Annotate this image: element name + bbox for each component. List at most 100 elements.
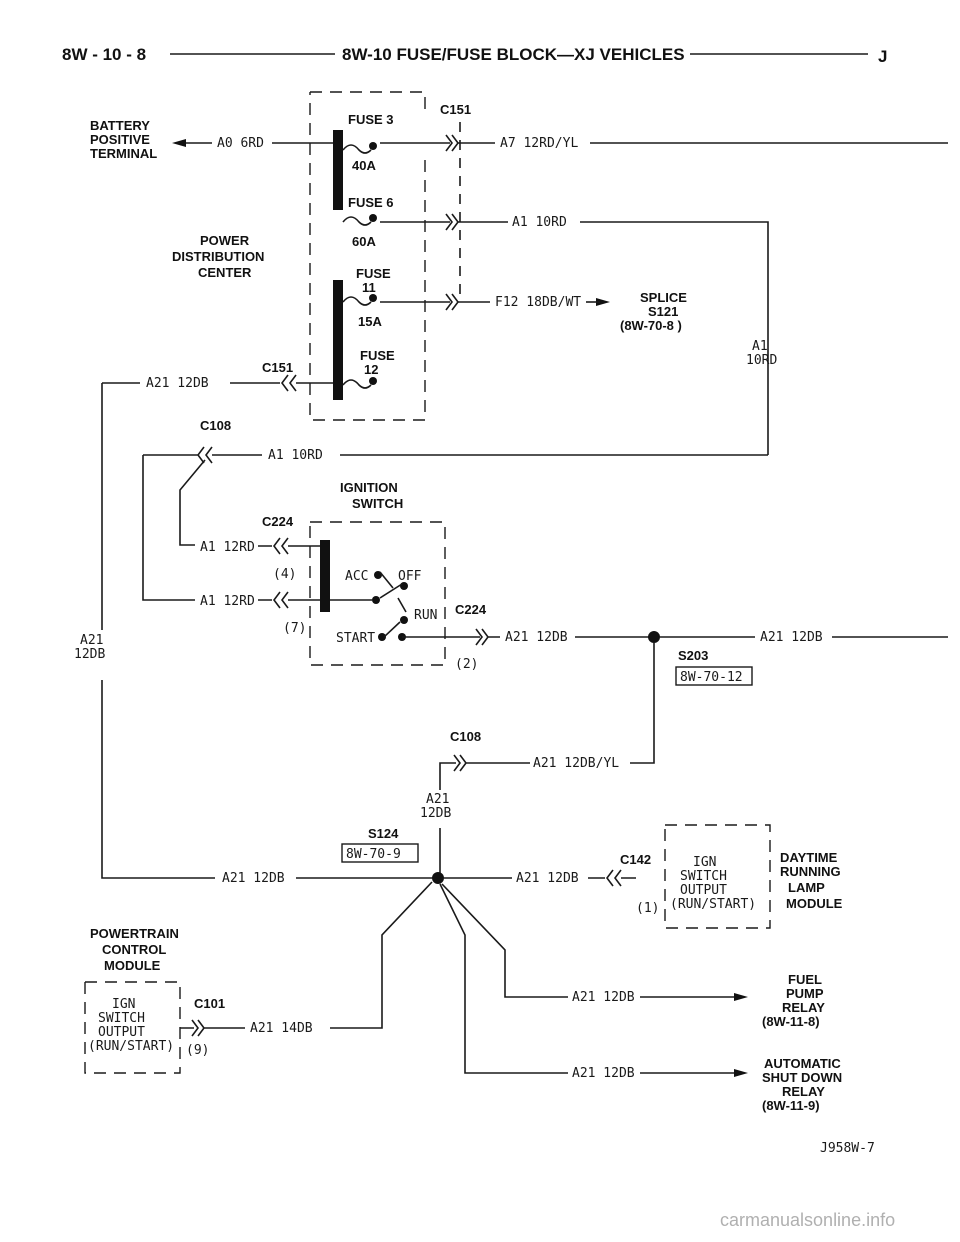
pin-2: (2) <box>455 657 478 672</box>
fuel-relay-label-1: FUEL <box>788 972 822 987</box>
c224-right-label: C224 <box>455 602 487 617</box>
pin-7: (7) <box>283 621 306 636</box>
wire-a21-right-label: A21 12DB <box>760 630 823 645</box>
asd-relay-label-1: AUTOMATIC <box>764 1056 841 1071</box>
ign-switch-label-2: SWITCH <box>352 496 403 511</box>
splice-arrow-icon <box>596 298 610 306</box>
drl-label-3: LAMP <box>788 880 825 895</box>
drl-label-4: MODULE <box>786 896 843 911</box>
fuel-relay-label-2: PUMP <box>786 986 824 1001</box>
c224-top-label: C224 <box>262 514 294 529</box>
switch-pos-start: START <box>336 631 375 646</box>
fuse-12-label-a: FUSE <box>360 348 395 363</box>
asd-relay-label-4: (8W-11-9) <box>762 1098 820 1113</box>
pin-4: (4) <box>273 567 296 582</box>
page-ref: 8W - 10 - 8 <box>62 45 146 64</box>
wire-a0-label: A0 6RD <box>217 136 264 151</box>
wire-a21-pcm-label: A21 14DB <box>250 1021 313 1036</box>
wire-a21-left-label-b: 12DB <box>74 647 105 662</box>
pcm-box-label-3: OUTPUT <box>98 1025 145 1040</box>
fuse-3-name: FUSE 3 <box>348 112 394 127</box>
c151-top-label: C151 <box>440 102 471 117</box>
pin-1: (1) <box>636 901 659 916</box>
ign-switch-label-1: IGNITION <box>340 480 398 495</box>
wire-branch-pcm <box>330 881 433 1029</box>
asd-relay-label-2: SHUT DOWN <box>762 1070 842 1085</box>
pcm-box-label-2: SWITCH <box>98 1011 145 1026</box>
drl-box-label-3: OUTPUT <box>680 883 727 898</box>
drl-label-1: DAYTIME <box>780 850 838 865</box>
wire-a21-s124-left-label: A21 12DB <box>222 871 285 886</box>
drl-label-2: RUNNING <box>780 864 841 879</box>
wire-a21-pdc <box>230 374 333 392</box>
wire-a1-right-label-b: 10RD <box>746 353 777 368</box>
splice-label-1: SPLICE <box>640 290 687 305</box>
pdc-label-1: POWER <box>200 233 250 248</box>
fuse-3-symbol <box>342 144 372 154</box>
c108-top-label: C108 <box>200 418 231 433</box>
s124-ref-box <box>341 843 419 863</box>
switch-pos-off: OFF <box>398 569 422 584</box>
wire-a21-s124-right-label: A21 12DB <box>516 871 579 886</box>
watermark: carmanualsonline.info <box>720 1210 895 1230</box>
s203-ref-box <box>675 666 753 686</box>
pcm-ign-box <box>84 981 181 1074</box>
pdc-label-2: DISTRIBUTION <box>172 249 264 264</box>
fuse-11-label-b: 11 <box>362 280 376 295</box>
switch-pos-run: RUN <box>414 608 437 623</box>
drl-box-label-2: SWITCH <box>680 869 727 884</box>
s124-ref: 8W-70-9 <box>346 847 401 862</box>
wire-a21-pdc-label: A21 12DB <box>146 376 209 391</box>
splice-s124-dot <box>432 872 444 884</box>
asd-arrow-icon <box>734 1069 748 1077</box>
drl-box-label-4: (RUN/START) <box>670 897 756 912</box>
splice-label-2: S121 <box>648 304 678 319</box>
splice-s203-dot <box>648 631 660 643</box>
s124-label: S124 <box>368 826 399 841</box>
section-letter: J <box>878 47 887 66</box>
wire-branch-asd <box>439 883 568 1074</box>
fuel-arrow-icon <box>734 993 748 1001</box>
wire-a1-sw4-label: A1 12RD <box>200 540 255 555</box>
wire-a1-sw7-label: A1 12RD <box>200 594 255 609</box>
battery-label-2: POSITIVE <box>90 132 150 147</box>
fuse-6-symbol <box>342 216 372 226</box>
fuse-11-rating: 15A <box>358 314 382 329</box>
fuse-11-symbol <box>342 296 372 306</box>
figure-id: J958W-7 <box>820 1141 875 1156</box>
s203-ref: 8W-70-12 <box>680 670 743 685</box>
battery-label-3: TERMINAL <box>90 146 157 161</box>
wire-a1-top-label: A1 10RD <box>512 215 567 230</box>
pcm-label-2: CONTROL <box>102 942 166 957</box>
pdc-box <box>309 91 426 421</box>
drl-ign-box <box>664 824 771 929</box>
ign-switch-bar <box>320 540 330 612</box>
fuel-relay-label-3: RELAY <box>782 1000 825 1015</box>
wire-a21-mid-label-a: A21 <box>426 792 449 807</box>
wire-a21-mid-label-b: 12DB <box>420 806 451 821</box>
fuse-6-name: FUSE 6 <box>348 195 394 210</box>
fuse-11-label-a: FUSE <box>356 266 391 281</box>
c108-mid-label: C108 <box>450 729 481 744</box>
c101-label: C101 <box>194 996 225 1011</box>
battery-arrow-icon <box>172 139 186 147</box>
wire-branch-fuel <box>441 883 568 998</box>
switch-pos-acc: ACC <box>345 569 368 584</box>
pcm-box-label-1: IGN <box>112 997 135 1012</box>
wire-a21-asd-label: A21 12DB <box>572 1066 635 1081</box>
wire-a21-dbyl-label: A21 12DB/YL <box>533 756 619 771</box>
pdc-label-3: CENTER <box>198 265 252 280</box>
wire-a21-fuel-label: A21 12DB <box>572 990 635 1005</box>
wire-a21-left <box>101 383 215 879</box>
battery-label-1: BATTERY <box>90 118 150 133</box>
fuse-6-rating: 60A <box>352 234 376 249</box>
fuse-12-symbol <box>342 379 372 389</box>
wire-a1-c108-label: A1 10RD <box>268 448 323 463</box>
wire-f12-label: F12 18DB/WT <box>495 295 581 310</box>
pcm-box-label-4: (RUN/START) <box>88 1039 174 1054</box>
s203-label: S203 <box>678 648 708 663</box>
wire-a7-label: A7 12RD/YL <box>500 136 578 151</box>
fuse-12-label-b: 12 <box>364 362 378 377</box>
